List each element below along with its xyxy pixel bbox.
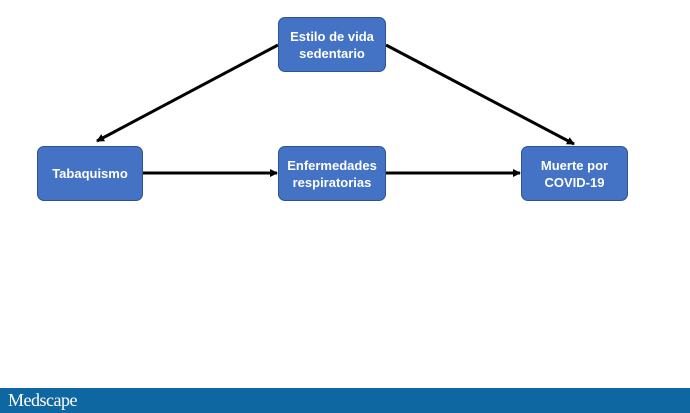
node-death: Muerte por COVID-19 <box>521 146 628 201</box>
edge-sedentary-smoking <box>96 43 279 143</box>
node-respiratory: Enfermedades respiratorias <box>278 146 386 201</box>
footer-bar: Medscape <box>0 388 690 413</box>
node-label: Tabaquismo <box>52 166 128 181</box>
node-label: Enfermedades respiratorias <box>287 157 377 190</box>
node-sedentary: Estilo de vida sedentario <box>278 17 386 72</box>
node-smoking: Tabaquismo <box>37 146 143 201</box>
medscape-logo: Medscape <box>8 390 77 410</box>
node-label: Muerte por COVID-19 <box>540 157 609 190</box>
node-label: Estilo de vida sedentario <box>290 28 374 61</box>
edge-sedentary-death <box>385 43 575 146</box>
